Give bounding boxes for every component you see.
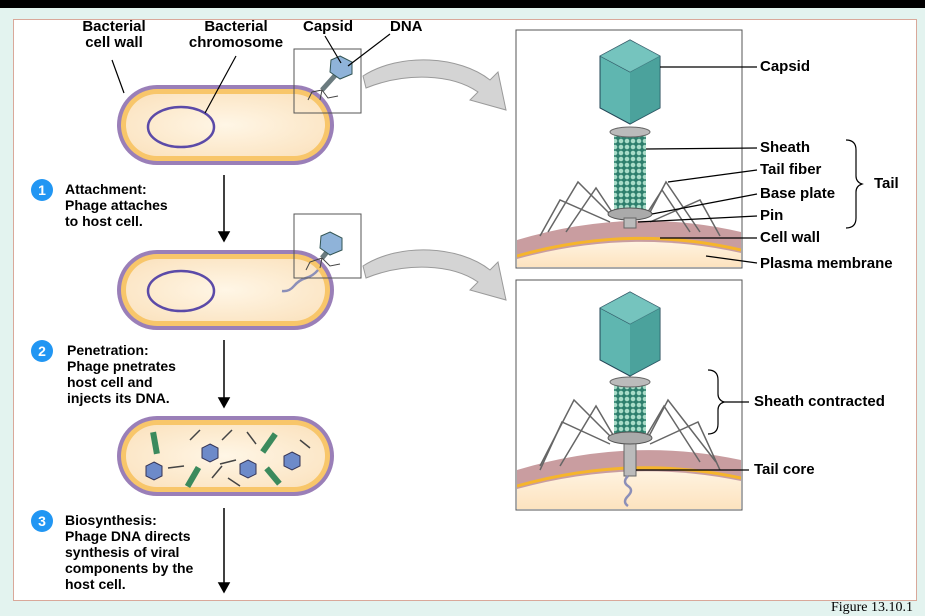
label-cell-wall: Cell wall — [760, 229, 821, 246]
top-label-leaders — [111, 33, 391, 114]
step-1-text: Attachment: Phage attaches to host cell. — [65, 181, 168, 229]
label-capsid-top: Capsid — [303, 18, 354, 35]
label-bacterial-cell-wall: Bacterial cell wall — [82, 18, 146, 51]
zoom-arrow-2 — [362, 249, 507, 301]
viral-components — [145, 429, 311, 489]
right-label-leaders — [636, 66, 864, 471]
small-phage-1 — [307, 55, 353, 101]
label-tail-core: Tail core — [754, 461, 815, 478]
capsid — [599, 39, 661, 125]
zoom-box-2 — [293, 213, 362, 279]
label-sheath-contracted: Sheath contracted — [754, 393, 885, 410]
label-tail-fiber: Tail fiber — [760, 161, 822, 178]
step-1-badge: 1 — [31, 179, 53, 201]
contracted-sheath — [614, 384, 646, 434]
step-3-badge: 3 — [31, 510, 53, 532]
step-arrows — [217, 175, 231, 594]
label-pin: Pin — [760, 207, 784, 224]
zoom-box-1 — [293, 48, 362, 114]
figure-caption: Figure 13.10.1 — [830, 600, 913, 615]
top-bar — [0, 0, 925, 8]
bacterial-cell-1 — [117, 85, 334, 165]
label-base-plate: Base plate — [760, 185, 836, 202]
detail-panel-penetration — [515, 279, 743, 511]
bacterial-chromosome — [146, 105, 216, 149]
label-sheath: Sheath — [760, 139, 811, 156]
small-phage-2 — [305, 231, 343, 271]
sheath — [614, 134, 646, 210]
tail-fibers — [539, 180, 721, 237]
step-2-text: Penetration: Phage pnetrates host cell a… — [67, 342, 176, 406]
step-3-text: Biosynthesis: Phage DNA directs synthesi… — [65, 512, 194, 592]
zoom-arrow-1 — [362, 59, 507, 111]
label-dna-top: DNA — [390, 18, 423, 35]
label-tail: Tail — [874, 175, 899, 192]
bacterial-cell-3 — [117, 416, 334, 496]
label-bacterial-chromosome: Bacterial chromosome — [188, 18, 284, 51]
step-2-badge: 2 — [31, 340, 53, 362]
label-plasma-membrane: Plasma membrane — [760, 255, 893, 272]
bacterial-cell-2 — [117, 250, 334, 330]
capsid-2 — [599, 291, 661, 377]
label-capsid: Capsid — [760, 58, 811, 75]
